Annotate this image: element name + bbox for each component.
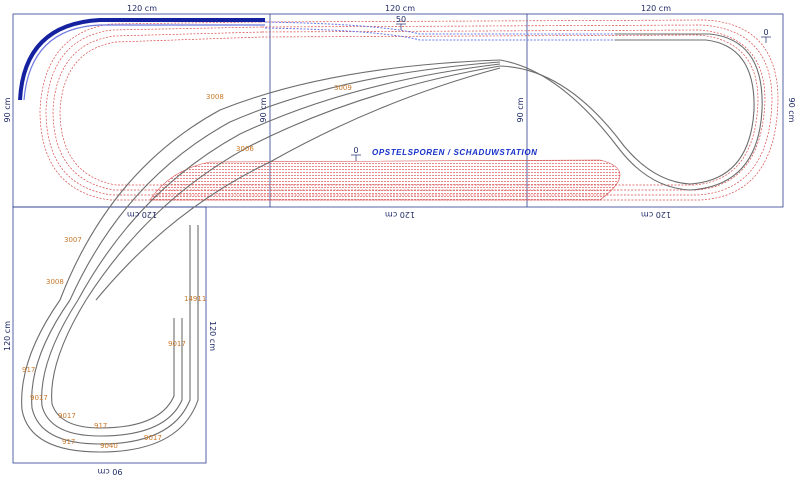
dim-right: 90 cm	[787, 98, 796, 123]
dim-mid-a: 90 cm	[259, 97, 268, 122]
dim-top-mid: 120 cm	[385, 4, 415, 13]
track-label: 9017	[58, 412, 76, 420]
helix-mid	[31, 225, 191, 445]
blue-track-dashed-1	[264, 21, 615, 35]
ramp-track-2	[69, 61, 501, 301]
dim-top-right: 120 cm	[641, 4, 671, 13]
level-marks: 50 0 0	[351, 15, 771, 161]
track-label: 9017	[30, 394, 48, 402]
helix-inner	[41, 299, 183, 437]
track-piece-labels: 3008 3006 3009 3007 3008 917 9017 9017 9…	[22, 84, 352, 450]
dim-left-lower: 120 cm	[3, 321, 12, 351]
track-label: 3008	[206, 93, 224, 101]
main-loop-outer	[499, 33, 763, 191]
outer-red-loop	[39, 19, 779, 201]
dim-bottom-right: 120 cm	[641, 210, 671, 219]
blue-track-solid-inner	[23, 24, 265, 101]
track-label: 917	[22, 366, 35, 374]
ramp-track-5	[95, 67, 501, 301]
ramp-track-1	[59, 59, 501, 301]
dim-inner-lower: 120 cm	[208, 321, 217, 351]
shadow-station-yard	[149, 159, 621, 201]
track-label: 917	[62, 438, 75, 446]
helix-outer	[21, 225, 199, 453]
level-mark-0-center: 0	[353, 146, 358, 155]
dimension-labels: 120 cm 120 cm 120 cm 90 cm 90 cm 90 cm 9…	[3, 4, 796, 476]
level-mark-0-right: 0	[763, 28, 768, 37]
dim-left-upper: 90 cm	[3, 97, 12, 122]
grey-tracks	[21, 33, 763, 453]
dim-mid-b: 90 cm	[516, 97, 525, 122]
track-label: 3008	[46, 278, 64, 286]
ramp-track-4	[85, 65, 501, 301]
blue-track-dashed-2	[264, 27, 615, 41]
helix-inner-2	[51, 299, 175, 429]
outer-red-loop-2	[45, 24, 773, 196]
lower-board	[12, 206, 207, 464]
main-loop-inner	[499, 39, 755, 185]
track-label: 917	[94, 422, 107, 430]
blue-tracks	[18, 18, 615, 101]
dim-bottom-left: 120 cm	[127, 210, 157, 219]
blue-track-solid	[18, 18, 265, 101]
track-label: 9040	[100, 442, 118, 450]
track-label: 9017	[168, 340, 186, 348]
station-title: OPSTELSPOREN / SCHADUWSTATION	[372, 148, 538, 157]
level-mark-50: 50	[396, 15, 406, 24]
track-label: 3009	[334, 84, 352, 92]
track-label: 3006	[236, 145, 254, 153]
track-label: 9017	[144, 434, 162, 442]
dim-bottom-mid: 120 cm	[385, 210, 415, 219]
dim-top-left: 120 cm	[127, 4, 157, 13]
track-label: 3007	[64, 236, 82, 244]
upper-board	[12, 13, 784, 208]
track-label: 14911	[184, 295, 206, 303]
ramp-track-3	[77, 63, 501, 301]
inner-red-loop-2	[59, 34, 759, 186]
dim-bottom-lower: 90 cm	[97, 467, 122, 476]
